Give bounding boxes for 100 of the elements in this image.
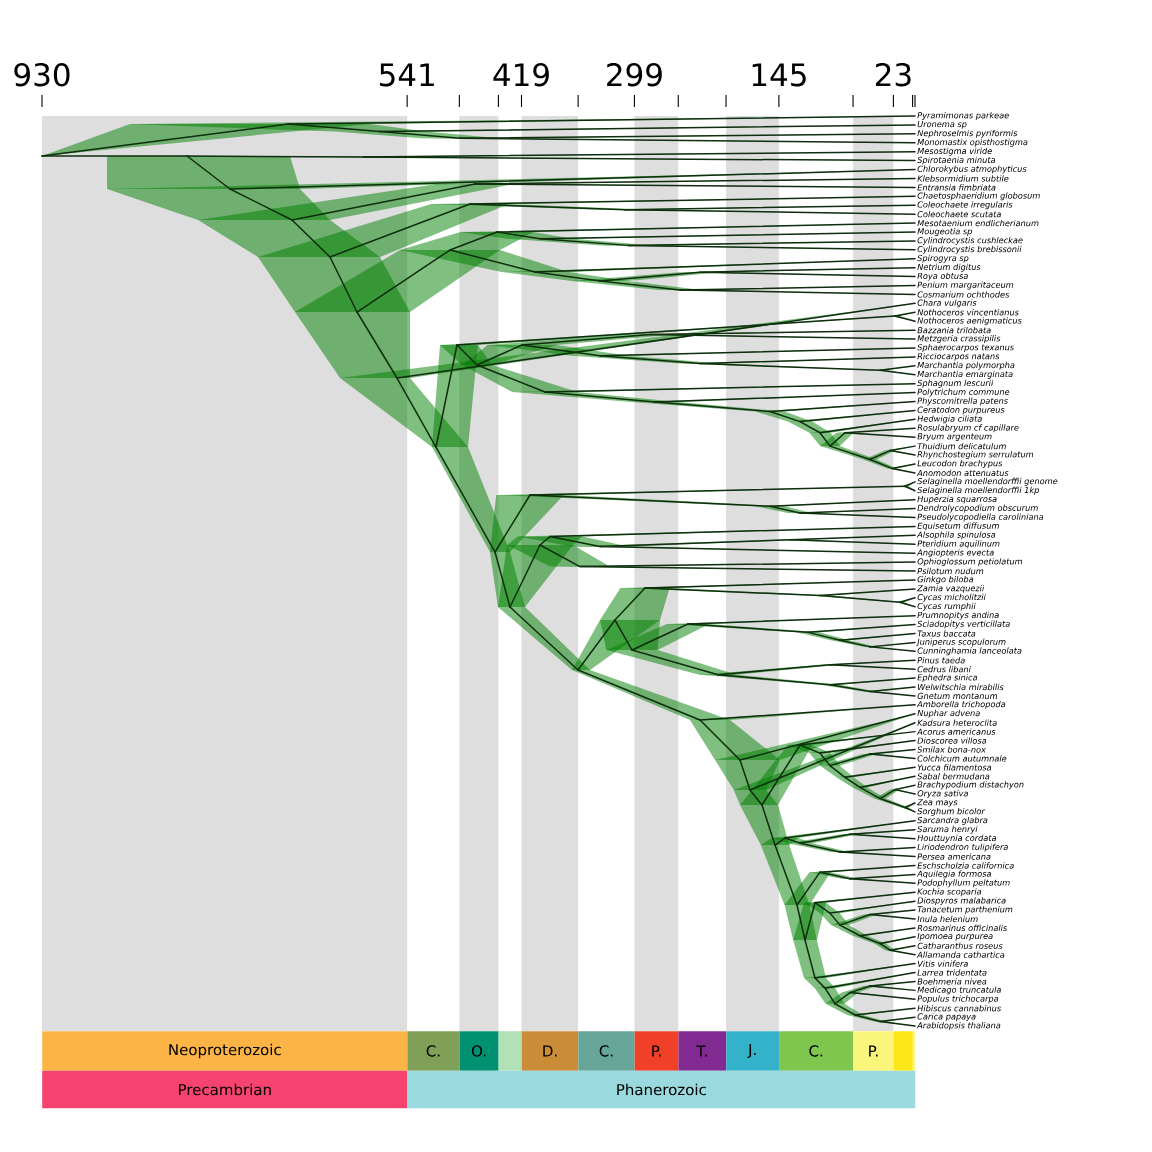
taxon-label: Marchantia emarginata [917, 370, 1013, 379]
tick-label: 419 [493, 63, 549, 87]
period-bar: C. [779, 1031, 854, 1071]
taxon-label: Pinus taeda [917, 657, 965, 664]
taxon-label: Podophyllum peltatum [917, 879, 1010, 888]
taxon-label: Zea mays [917, 799, 958, 807]
taxon-label: Polytrichum commune [917, 388, 1010, 397]
tick-label: 23 [875, 63, 911, 87]
taxon-label: Nothoceros aenigmaticus [917, 317, 1022, 326]
tick-label: 930 [14, 63, 70, 87]
taxon-label: Inula helenium [917, 915, 978, 923]
taxon-label: Mesotaenium endlicherianum [917, 219, 1039, 227]
taxon-label: Arabidopsis thaliana [916, 1022, 1001, 1031]
taxon-label: Saruma henryi [917, 825, 978, 834]
taxon-label: Huperzia squarrosa [917, 495, 997, 504]
taxon-label: Vitis vinifera [917, 960, 968, 967]
taxon-label: Netrium digitus [917, 263, 981, 272]
taxon-label: Larrea tridentata [917, 969, 987, 976]
taxon-label: Dioscorea villosa [917, 737, 987, 744]
taxon-label: Physcomitrella patens [917, 397, 1008, 406]
taxon-label: Sphaerocarpos texanus [917, 344, 1014, 352]
eon-bar: Phanerozoic [407, 1070, 916, 1109]
taxon-label: Cunninghamia lanceolata [917, 647, 1022, 656]
taxon-label: Medicago truncatula [917, 986, 1001, 995]
taxon-label: Mesostigma viride [917, 147, 992, 156]
taxon-label: Angiopteris evecta [916, 549, 994, 558]
period-bar: O. [459, 1031, 499, 1071]
taxon-label: Leucodon brachypus [917, 460, 1003, 468]
taxon-label: Cycas micholitzii [917, 593, 986, 602]
period-bar: C. [407, 1031, 460, 1071]
taxon-label: Mougeotia sp [917, 228, 972, 236]
period-bar [498, 1031, 522, 1071]
taxon-label: Coleochaete irregularis [917, 201, 1013, 210]
taxon-label: Rosulabryum cf capillare [917, 424, 1019, 433]
taxon-label: Cosmarium ochthodes [917, 291, 1010, 298]
taxon-label: Equisetum diffusum [917, 522, 999, 531]
taxon-label: Selaginella moellendorffii 1kp [917, 486, 1039, 495]
taxon-label: Taxus baccata [917, 630, 976, 637]
taxon-label: Carica papaya [917, 1013, 976, 1022]
taxon-label: Cedrus libani [917, 666, 971, 673]
taxon-label: Boehmeria nivea [917, 978, 987, 985]
period-bar: J. [726, 1031, 780, 1071]
taxon-label: Yucca filamentosa [917, 764, 992, 771]
taxon-label: Selaginella moellendorffii genome [917, 477, 1058, 486]
taxon-label: Rhynchostegium serrulatum [917, 451, 1034, 459]
taxon-label: Tanacetum parthenium [917, 906, 1013, 915]
taxon-label: Houttuynia cordata [917, 834, 996, 843]
taxon-label: Chlorokybus atmophyticus [917, 165, 1027, 174]
taxon-label: Spirogyra sp [917, 254, 969, 263]
taxon-label: Brachypodium distachyon [917, 781, 1024, 790]
taxon-label: Ginkgo biloba [917, 576, 974, 584]
taxon-label: Prumnopitys andina [917, 611, 999, 620]
taxon-label: Ceratodon purpureus [917, 406, 1005, 415]
taxon-label: Ephedra sinica [917, 674, 978, 683]
period-bar: P. [853, 1031, 894, 1071]
taxon-label: Cylindrocystis cushleckae [917, 236, 1023, 245]
taxon-label: Pteridium aquilinum [917, 540, 1000, 549]
taxon-label: Uronema sp [917, 121, 967, 129]
taxon-label: Sphagnum lescurii [917, 379, 994, 388]
taxon-label: Sabal bermudana [917, 773, 990, 780]
taxon-label: Nephroselmis pyriformis [917, 129, 1018, 138]
eon-bar: Precambrian [42, 1070, 408, 1109]
taxon-label: Allamanda cathartica [916, 951, 1005, 958]
taxon-label: Populus trichocarpa [917, 995, 999, 1004]
taxon-label: Metzgeria crassipilis [917, 335, 1001, 344]
taxon-label: Anomodon attenuatus [916, 469, 1009, 477]
taxon-label: Acorus americanus [916, 728, 996, 735]
taxon-label: Pseudolycopodiella caroliniana [917, 513, 1044, 522]
taxon-label: Entransia fimbriata [917, 184, 996, 191]
period-bar: T. [678, 1031, 727, 1071]
taxon-label: Roya obtusa [917, 272, 968, 281]
period-bar [912, 1031, 916, 1071]
taxon-label: Kadsura heteroclita [917, 719, 997, 726]
taxon-label: Catharanthus roseus [917, 942, 1003, 949]
taxon-label: Penium margaritaceum [917, 281, 1014, 290]
taxon-label: Dendrolycopodium obscurum [917, 504, 1038, 513]
period-bar: Neoproterozoic [42, 1031, 408, 1071]
taxon-label: Sciadopitys verticillata [917, 620, 1010, 629]
taxon-label: Thuidium delicatulum [917, 442, 1006, 450]
period-bar: D. [521, 1031, 579, 1071]
taxon-label: Monomastix opisthostigma [917, 138, 1028, 147]
taxon-label: Persea americana [917, 853, 991, 860]
taxon-label: Marchantia polymorpha [917, 361, 1015, 370]
taxon-label: Hibiscus cannabinus [917, 1005, 1001, 1012]
taxon-label: Welwitschia mirabilis [918, 683, 1004, 691]
taxon-label: Ricciocarpos natans [917, 352, 1000, 361]
taxon-label: Aquilegia formosa [916, 870, 991, 879]
taxon-label: Psilotum nudum [917, 567, 984, 575]
taxon-label: Nuphar advena [917, 709, 980, 718]
tick-label: 541 [380, 63, 434, 87]
taxon-label: Chaetosphaeridium globosum [917, 192, 1040, 201]
taxon-label: Bryum argenteum [917, 433, 992, 442]
taxon-label: Coleochaete scutata [917, 211, 1001, 218]
taxon-label: Eschscholzia californica [917, 862, 1014, 869]
taxon-label: Ipomoea purpurea [917, 933, 993, 941]
taxon-label: Cylindrocystis brebissonii [917, 245, 1022, 254]
taxon-label: Cycas rumphii [917, 602, 976, 611]
taxon-label: Pyramimonas parkeae [917, 112, 1009, 120]
taxon-label: Gnetum montanum [917, 692, 998, 700]
taxon-label: Juniperus scopulorum [915, 638, 1006, 647]
